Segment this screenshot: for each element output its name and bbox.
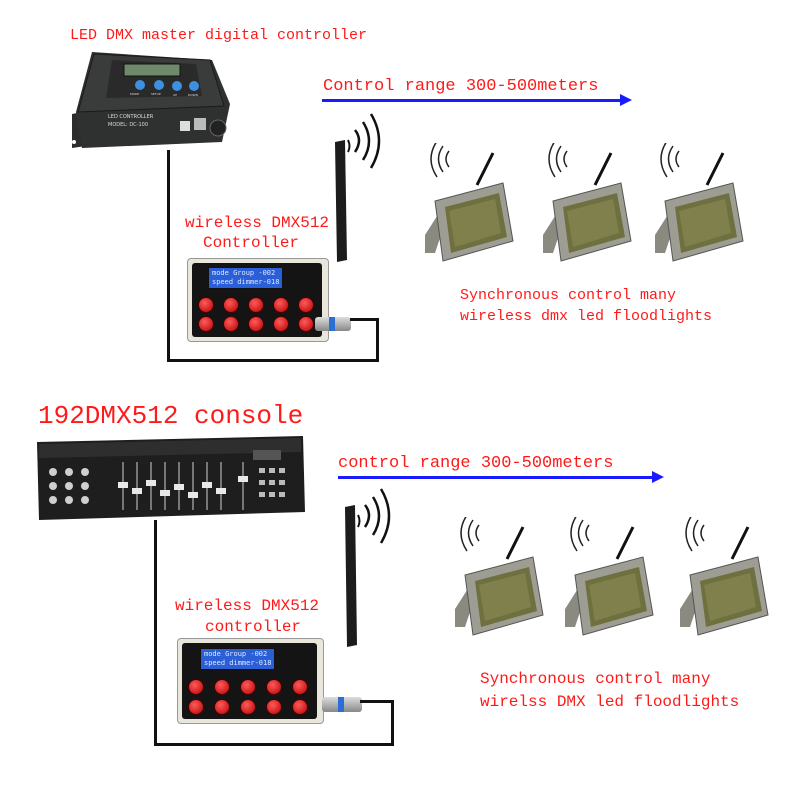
- wireless-dmx512-controller-bottom: mode Group -002 speed dimmer-018: [177, 638, 324, 724]
- xlr-connector: [322, 697, 362, 712]
- dmx-cable: [350, 318, 378, 321]
- floodlight-6: [680, 517, 770, 637]
- wireless-controller-label-top-2: Controller: [203, 234, 300, 252]
- lcd-line-2: speed dimmer-018: [204, 659, 272, 667]
- floodlight-5: [565, 517, 655, 637]
- floodlight-3: [655, 143, 745, 263]
- floodlight-caption-top-2: wireless dmx led floodlights: [460, 308, 713, 325]
- floodlight-caption-bottom-2: wirelss DMX led floodlights: [480, 693, 740, 711]
- arrow-head-icon: [652, 471, 664, 483]
- floodlight-caption-top-1: Synchronous control many: [460, 287, 677, 304]
- antenna-with-signal-icon: [335, 113, 381, 262]
- dmx-cable: [360, 700, 394, 703]
- floodlight-2: [543, 143, 633, 263]
- device-model-line2: MODEL: DC-100: [108, 122, 149, 128]
- master-controller-label: LED DMX master digital controller: [70, 27, 368, 44]
- control-range-label-bottom: control range 300-500meters: [338, 454, 614, 473]
- wireless-controller-label-bottom-2: controller: [205, 618, 302, 636]
- wireless-dmx512-controller-top: mode Group -002 speed dimmer-018: [187, 258, 329, 342]
- button-label-mode: MODE: [130, 92, 140, 96]
- wireless-controller-label-bottom-1: wireless DMX512: [175, 597, 320, 615]
- lcd-display: mode Group -002 speed dimmer-018: [208, 267, 284, 289]
- console-label: 192DMX512 console: [38, 401, 304, 431]
- device-model-line1: LED CONTROLLER: [108, 114, 154, 120]
- xlr-connector: [315, 317, 351, 331]
- lcd-line-1: mode Group -002: [204, 650, 268, 658]
- dmx-cable: [376, 318, 379, 362]
- led-dmx-master-controller: LED CONTROLLER MODEL: DC-100 MODE SETUP …: [72, 46, 232, 154]
- lcd-display: mode Group -002 speed dimmer-018: [200, 648, 276, 670]
- dmx-cable: [167, 150, 170, 362]
- lcd-line-2: speed dimmer-018: [212, 278, 280, 286]
- antenna-with-signal-icon: [345, 488, 391, 647]
- wireless-controller-label-top-1: wireless DMX512: [185, 214, 330, 232]
- dmx-cable: [167, 359, 379, 362]
- dmx-cable: [154, 520, 157, 746]
- floodlight-1: [425, 143, 515, 263]
- dmx-cable: [391, 700, 394, 746]
- range-arrow-bottom: [338, 476, 654, 479]
- dmx-cable: [154, 743, 394, 746]
- dmx512-console: [37, 436, 305, 520]
- control-range-label-top: Control range 300-500meters: [323, 77, 599, 96]
- button-label-down: DOWN: [188, 93, 198, 97]
- lcd-line-1: mode Group -002: [212, 269, 276, 277]
- range-arrow-top: [322, 99, 622, 102]
- button-label-up: UP: [173, 93, 178, 97]
- button-label-setup: SETUP: [151, 92, 161, 96]
- floodlight-caption-bottom-1: Synchronous control many: [480, 670, 711, 688]
- floodlight-4: [455, 517, 545, 637]
- arrow-head-icon: [620, 94, 632, 106]
